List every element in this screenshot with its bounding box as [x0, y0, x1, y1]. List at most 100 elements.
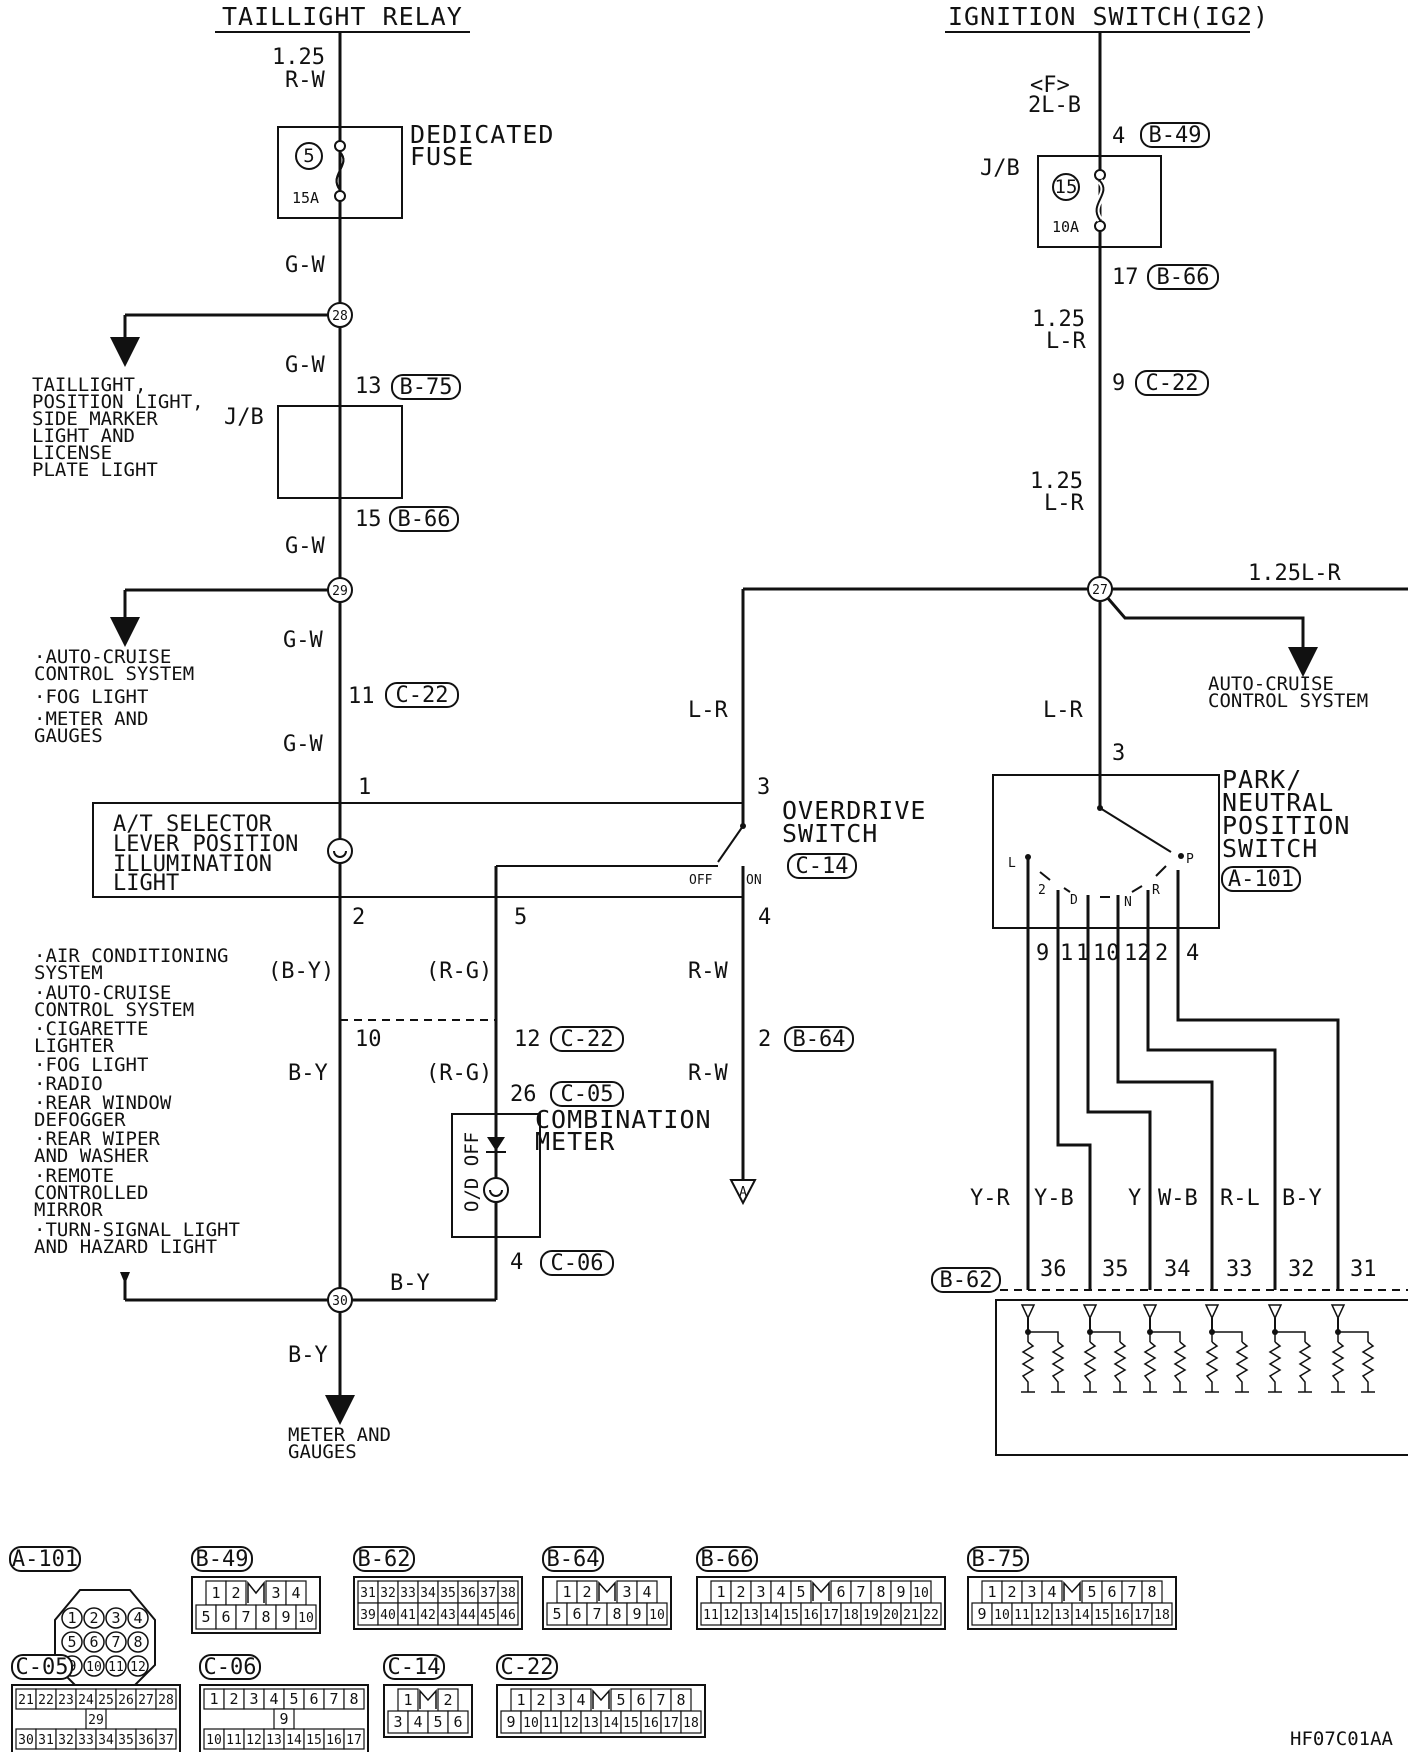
- connector-pin-label: 4: [642, 1583, 651, 1601]
- connector-pin-label: 8: [1147, 1583, 1156, 1601]
- connector-pin-label: 12: [723, 1608, 739, 1623]
- connector-pin-label: 2: [582, 1583, 591, 1601]
- diode-icon: [487, 1137, 505, 1151]
- connector-pin-label: 25: [98, 1693, 114, 1708]
- connector-pin-label: 3: [556, 1691, 565, 1709]
- connector-c06-title: C-06: [204, 1655, 257, 1680]
- connector-pin-label: 32: [380, 1586, 396, 1601]
- resistor-icon: [1361, 1341, 1375, 1392]
- pn-pin: 10: [1093, 941, 1120, 966]
- connector-pin-label: 4: [1047, 1583, 1056, 1601]
- auto-cruise-label: AUTO-CRUISE: [1208, 673, 1334, 695]
- selector-label: LIGHT: [113, 871, 179, 896]
- resistor-icon: [1083, 1341, 1097, 1392]
- pin-2: 2: [758, 1027, 771, 1052]
- out-label: SYSTEM: [34, 962, 103, 984]
- connector-pin-cell: [61, 1631, 83, 1653]
- out-label: AND HAZARD LIGHT: [34, 1236, 217, 1258]
- out-label: SIDE MARKER: [32, 408, 158, 430]
- connector-key-icon: [419, 1689, 437, 1709]
- connector-pin-label: 38: [500, 1586, 516, 1601]
- resistor-icon: [1298, 1341, 1312, 1392]
- connector-label: C-22: [1146, 371, 1199, 396]
- ecu-input-triangle: [1142, 1304, 1158, 1320]
- connector-pin-label: 5: [552, 1605, 561, 1623]
- connector-pin-cell: [105, 1655, 127, 1677]
- connector-pin-label: 8: [876, 1583, 885, 1601]
- connector-pin-label: 14: [763, 1608, 779, 1623]
- ecu-input-triangle: [1082, 1304, 1098, 1320]
- connector-c06-badge: [540, 1250, 614, 1276]
- connector-pin-label: 6: [636, 1691, 645, 1709]
- ecu-internal-circuits: [1020, 1304, 1375, 1393]
- connector-pin-label: 1: [716, 1583, 725, 1601]
- connector-key-icon: [247, 1580, 265, 1603]
- connector-b66-badge: [1147, 264, 1219, 290]
- connector-pin-label: 3: [271, 1584, 280, 1602]
- connector-pin-label: 7: [856, 1583, 865, 1601]
- wire-color-label: L-R: [1046, 329, 1086, 354]
- connector-b66-title: B-66: [701, 1547, 754, 1572]
- position-2: 2: [1038, 883, 1046, 898]
- pn-pin: 9: [1036, 941, 1049, 966]
- pin-4-ign: 4: [1112, 124, 1125, 149]
- junction-label: 27: [1092, 583, 1108, 598]
- connector-pin-label: 46: [500, 1608, 516, 1623]
- jb-label-right: J/B: [980, 156, 1020, 181]
- pn-pin: 1: [1060, 941, 1073, 966]
- connector-pin-label: 4: [269, 1690, 278, 1708]
- connector-pin-label: 8: [133, 1633, 142, 1651]
- overdrive-label: SWITCH: [782, 819, 878, 848]
- connector-pin-cell: [83, 1631, 105, 1653]
- junction-27: [1087, 576, 1113, 602]
- fuse-amperage: 10A: [1052, 218, 1079, 236]
- connector-pin-label: 16: [803, 1608, 819, 1623]
- connector-pin-label: 9: [632, 1605, 641, 1623]
- wire-color-label: G-W: [285, 534, 325, 559]
- pn-output-n: [1116, 895, 1214, 1290]
- overdrive-label: OVERDRIVE: [782, 796, 926, 825]
- connector-pin-label: 11: [226, 1733, 242, 1748]
- selector-label: A/T SELECTOR: [113, 812, 273, 837]
- connector-pin-cell: [61, 1607, 83, 1629]
- wire-color-label: G-W: [285, 253, 325, 278]
- connector-pin-label: 5: [433, 1713, 442, 1731]
- connector-pin-label: 4: [413, 1713, 422, 1731]
- ecu-input-triangle: [1267, 1304, 1283, 1320]
- connector-pin-label: 1: [403, 1691, 412, 1709]
- pn-pin: 12: [1124, 941, 1151, 966]
- connector-pin-label: 31: [38, 1733, 54, 1748]
- fuse-wire-color: 2L-B: [1028, 93, 1081, 118]
- connector-pin-cell: [920, 1602, 942, 1626]
- junction-30: [327, 1287, 353, 1313]
- connector-pin-label: 10: [206, 1733, 222, 1748]
- connector-c22-title: C-22: [501, 1655, 554, 1680]
- connector-pin-label: 2: [443, 1691, 452, 1709]
- connector-pin-label: 7: [656, 1691, 665, 1709]
- out-label: LICENSE: [32, 442, 112, 464]
- connector-pin-label: 16: [1114, 1608, 1130, 1623]
- connector-pin-label: 42: [420, 1608, 436, 1623]
- park-neutral-switch-box: [992, 774, 1220, 929]
- pn-output-r: [1146, 890, 1277, 1290]
- connector-diagrams: A-101123456789101112B-4912345678910B-623…: [9, 1546, 1177, 1752]
- wire-color-label: (R-G): [426, 1061, 492, 1086]
- wire-color-label: B-Y: [390, 1271, 430, 1296]
- fuse-label-line1: DEDICATED: [410, 120, 554, 149]
- wire-right-label: 1.25L-R: [1248, 561, 1341, 586]
- pin-17: 17: [1112, 265, 1139, 290]
- connector-pin-label: 12: [246, 1733, 262, 1748]
- fuse-number: 5: [303, 145, 314, 167]
- connector-pin-label: 44: [460, 1608, 476, 1623]
- out-label: AND WASHER: [34, 1145, 149, 1167]
- fuse-number: 15: [1055, 176, 1078, 198]
- connector-pin-label: 37: [480, 1586, 496, 1601]
- connector-pin-label: 10: [298, 1611, 314, 1626]
- pin-13: 13: [355, 374, 382, 399]
- wire-color-label: Y-R: [970, 1186, 1010, 1211]
- connector-key-icon: [1063, 1581, 1081, 1601]
- od-off-vertical-label: O/D OFF: [461, 1132, 483, 1212]
- out-label: ·AUTO-CRUISE: [34, 646, 171, 668]
- wire-size-label: 1.25: [272, 45, 325, 70]
- connector-pin-label: 11: [543, 1716, 559, 1731]
